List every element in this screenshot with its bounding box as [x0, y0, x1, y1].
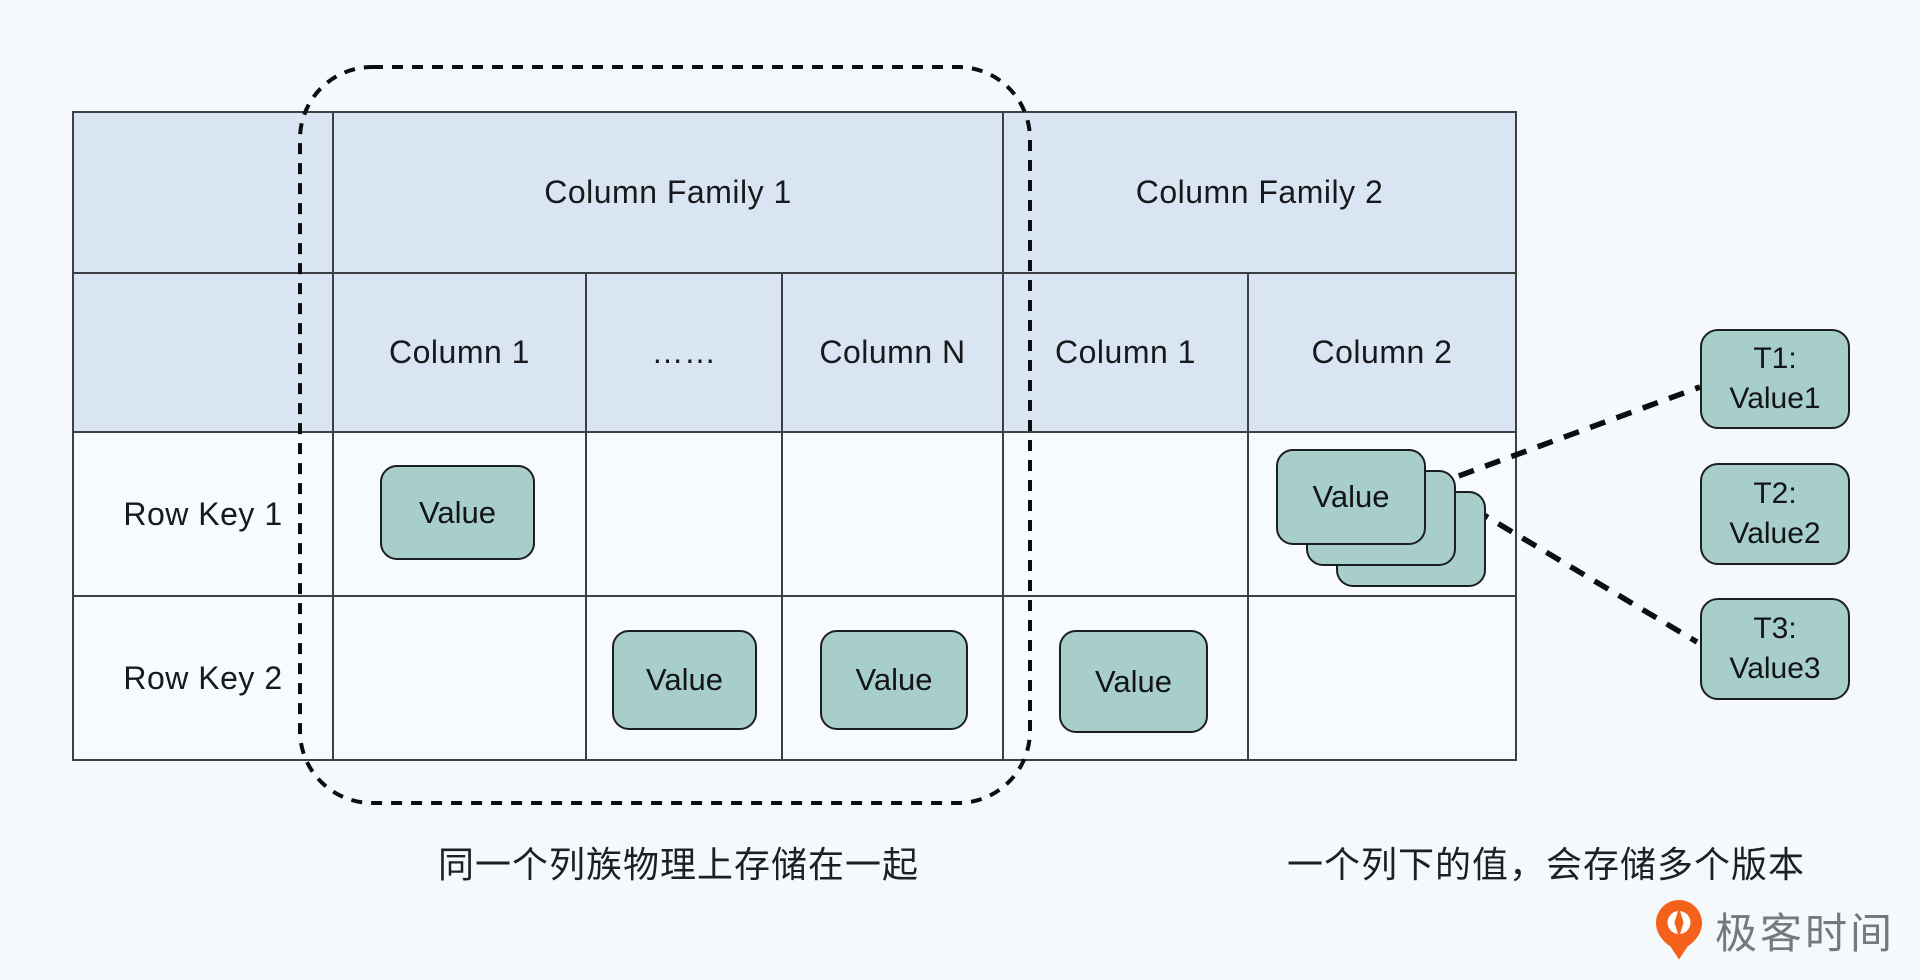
version-box-t2: T2: Value2: [1700, 463, 1850, 565]
grid-line: [1515, 111, 1517, 761]
grid-line: [72, 759, 1517, 761]
row-key-2-label: Row Key 2: [123, 659, 283, 696]
value-box-rowkey2-coln: Value: [820, 630, 968, 730]
version-time: T1:: [1753, 342, 1797, 375]
version-box-t3: T3: Value3: [1700, 598, 1850, 700]
multi-version-note: 一个列下的值，会存储多个版本: [1287, 844, 1806, 885]
column-family-1-header: Column Family 1: [544, 173, 792, 210]
column-header-n: Column N: [819, 334, 966, 370]
stacked-value-box-front: Value: [1276, 449, 1426, 545]
value-box-rowkey1-col1: Value: [380, 465, 535, 560]
geektime-logo-icon: [1655, 899, 1703, 961]
version-value: Value2: [1729, 517, 1821, 550]
geektime-logo-text: 极客时间: [1715, 909, 1896, 957]
column-header-1: Column 1: [389, 334, 530, 370]
version-value: Value1: [1729, 382, 1821, 415]
column-family-2-header: Column Family 2: [1135, 173, 1384, 210]
column-family-note: 同一个列族物理上存储在一起: [438, 844, 920, 885]
version-box-t1: T1: Value1: [1700, 329, 1850, 429]
column-header-cf2-2: Column 2: [1311, 334, 1453, 370]
version-value: Value3: [1729, 652, 1821, 685]
version-time: T2:: [1753, 477, 1797, 510]
geektime-logo: 极客时间: [1655, 898, 1895, 962]
column-header-cf2-1: Column 1: [1055, 334, 1196, 370]
grid-line: [1247, 272, 1249, 761]
value-box-rowkey2-cf2col1: Value: [1059, 630, 1208, 733]
column-header-ellipsis: ……: [651, 334, 717, 370]
value-box-rowkey2-col-ellipsis: Value: [612, 630, 757, 730]
grid-line: [72, 111, 74, 761]
row-key-1-label: Row Key 1: [123, 495, 283, 532]
version-time: T3:: [1753, 612, 1797, 645]
